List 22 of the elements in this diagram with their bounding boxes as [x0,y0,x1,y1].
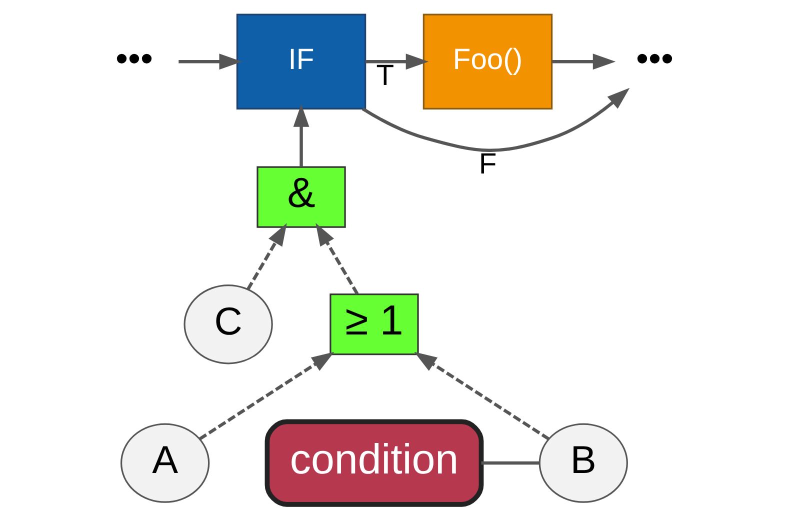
node-ellipse: A [120,423,210,503]
arrow [414,352,550,440]
edge-label: T [376,60,394,92]
arrow [178,54,242,70]
node-box: & [256,166,346,228]
edge-label: F [478,148,496,181]
arrow [361,88,630,152]
node-text: ••• [636,38,673,79]
arrow [315,223,358,295]
connector [480,461,539,465]
arrow [198,352,334,440]
node-ellipse: C [183,284,272,364]
node-text: ••• [115,38,152,79]
node-box: Foo() [422,14,552,110]
arrow [364,54,428,70]
arrow [552,54,616,70]
node-box: condition [264,419,484,507]
node-box: ≥ 1 [329,294,418,356]
node-box: IF [236,14,366,110]
arrow [292,104,309,167]
arrow [246,223,286,290]
node-ellipse: B [538,423,628,503]
